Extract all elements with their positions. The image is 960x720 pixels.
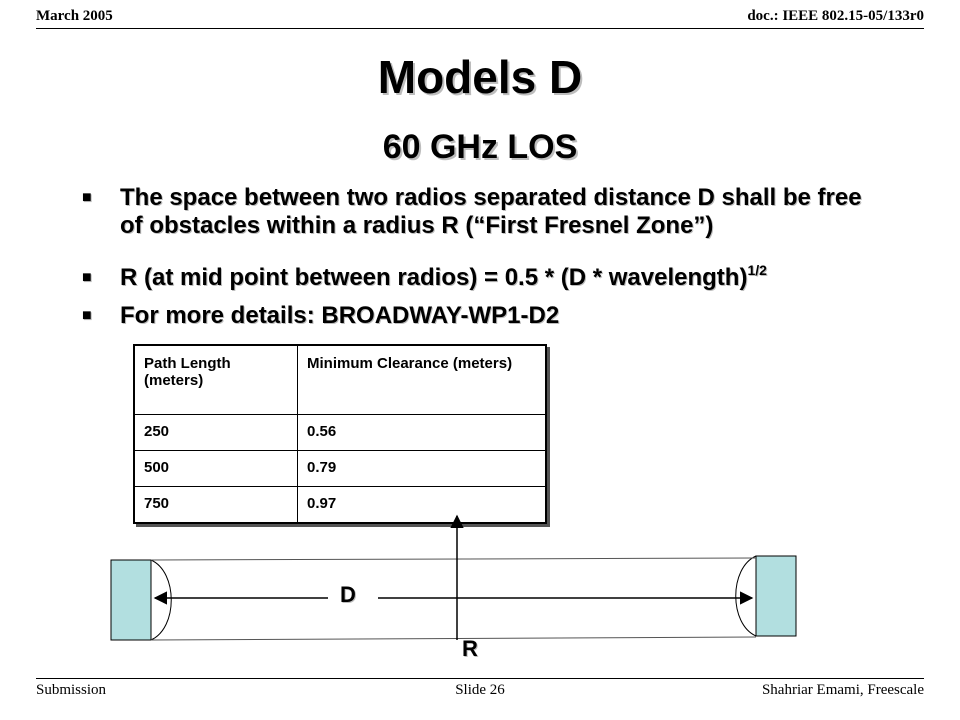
square-bullet-icon: ■ xyxy=(82,269,92,286)
distance-label: D xyxy=(340,582,356,607)
fresnel-boundary-top xyxy=(150,557,757,561)
bullet-fresnel-zone: ■ The space between two radios separated… xyxy=(82,184,882,240)
slide-title: Models D xyxy=(377,51,583,103)
bullet-radius-formula: ■ R (at mid point between radios) = 0.5 … xyxy=(82,262,882,292)
footer-author: Shahriar Emami, Freescale xyxy=(761,682,924,698)
table-row: 750 0.97 xyxy=(133,486,547,524)
cell-min-clearance: 0.79 xyxy=(297,450,547,487)
bullet-text: The space between two radios separated d… xyxy=(120,184,862,239)
cell-path-length: 500 xyxy=(133,450,298,487)
square-bullet-icon: ■ xyxy=(82,189,92,206)
right-radio xyxy=(755,555,797,637)
clearance-table: Path Length (meters) Minimum Clearance (… xyxy=(133,344,547,524)
cell-path-length: 250 xyxy=(133,414,298,451)
left-radio xyxy=(110,559,152,641)
slide-subtitle: 60 GHz LOS xyxy=(382,128,578,166)
footer-slide-number: Slide 26 xyxy=(455,682,505,698)
table-row: 250 0.56 xyxy=(133,414,547,451)
footer-rule xyxy=(36,678,924,679)
header-min-clearance: Minimum Clearance (meters) xyxy=(297,344,547,415)
header-date: March 2005 xyxy=(36,8,113,24)
left-antenna-lobe xyxy=(150,559,172,641)
formula-exponent: 1/2 xyxy=(747,262,767,278)
square-bullet-icon: ■ xyxy=(82,307,92,324)
right-antenna-lobe xyxy=(735,555,757,637)
radius-label: R xyxy=(462,636,478,661)
cell-min-clearance: 0.97 xyxy=(297,486,547,524)
cell-path-length: 750 xyxy=(133,486,298,524)
fresnel-boundary-bottom xyxy=(150,636,757,641)
bullet-list: ■ The space between two radios separated… xyxy=(82,184,882,330)
table-row: 500 0.79 xyxy=(133,450,547,487)
header-path-length: Path Length (meters) xyxy=(133,344,298,415)
fresnel-diagram xyxy=(110,514,797,641)
bullet-text: For more details: BROADWAY-WP1-D2 xyxy=(120,302,560,329)
header-doc-id: doc.: IEEE 802.15-05/133r0 xyxy=(747,8,924,24)
table-header-row: Path Length (meters) Minimum Clearance (… xyxy=(133,344,547,415)
cell-min-clearance: 0.56 xyxy=(297,414,547,451)
bullet-text: R (at mid point between radios) = 0.5 * … xyxy=(120,264,748,291)
header-rule xyxy=(36,28,924,29)
bullet-more-details: ■ For more details: BROADWAY-WP1-D2 xyxy=(82,302,882,330)
footer-submission: Submission xyxy=(36,682,107,698)
